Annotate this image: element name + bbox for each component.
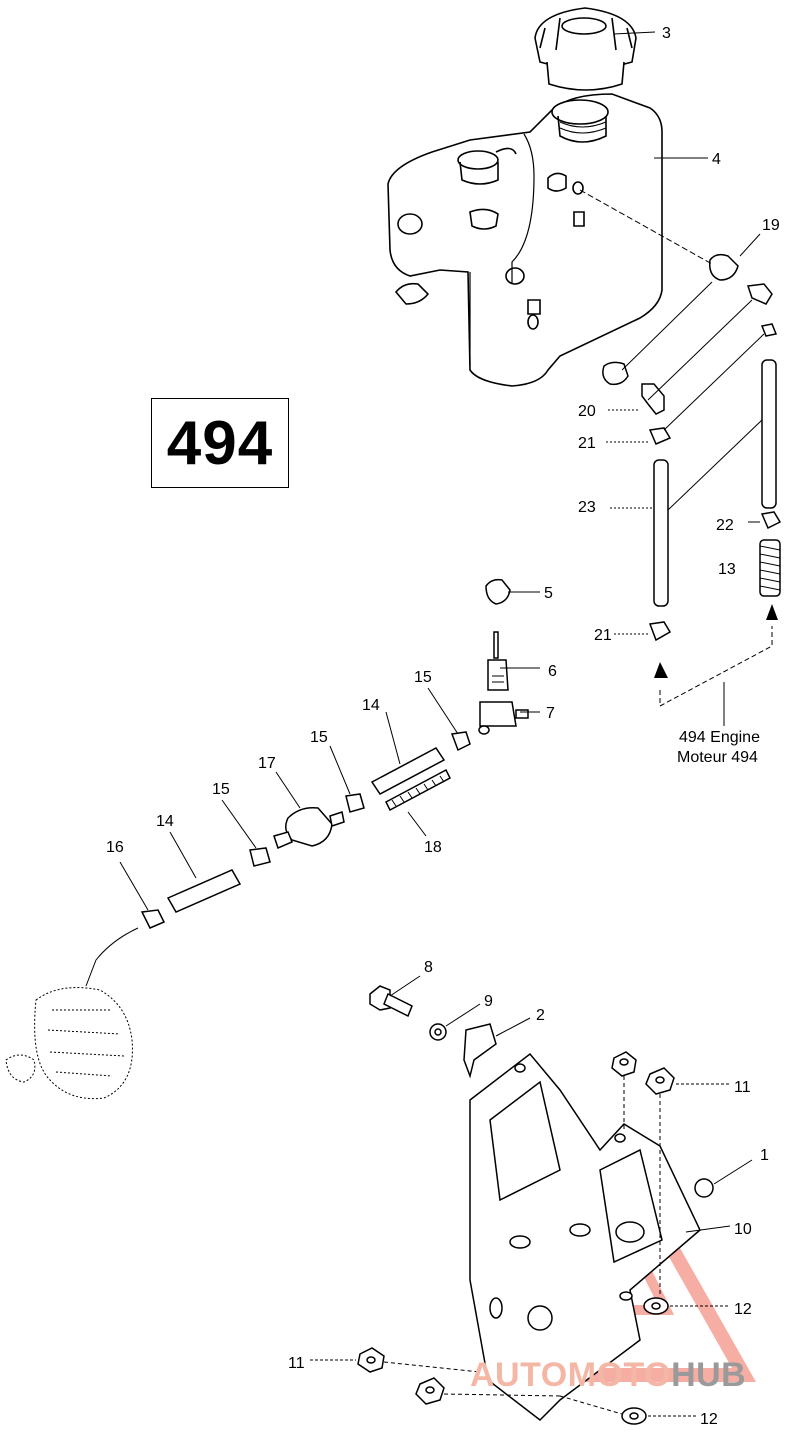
callout-10: 10 xyxy=(734,1221,752,1238)
callout-2: 2 xyxy=(536,1007,545,1024)
spring-13-icon xyxy=(759,539,781,597)
model-number-badge: 494 xyxy=(151,398,289,488)
oil-pump-sketch xyxy=(5,987,133,1100)
engine-note-line1: 494 Engine xyxy=(679,729,760,746)
watermark-text-secondary: HUB xyxy=(671,1356,747,1394)
spring-18-icon xyxy=(385,768,451,812)
callout-labels: 3 4 19 20 21 23 22 13 5 21 6 15 7 14 15 … xyxy=(106,25,780,1428)
callout-14-top: 14 xyxy=(362,697,380,714)
model-number-text: 494 xyxy=(166,408,274,478)
callout-12-lower: 12 xyxy=(700,1411,718,1428)
callout-14-low: 14 xyxy=(156,813,174,830)
callout-20: 20 xyxy=(578,403,596,420)
callout-23: 23 xyxy=(578,499,596,516)
callout-18: 18 xyxy=(424,839,442,856)
callout-19: 19 xyxy=(762,217,780,234)
callout-15-mid: 15 xyxy=(310,729,328,746)
watermark-text-primary: AUTOMOTO xyxy=(470,1356,672,1394)
callout-21-upper: 21 xyxy=(578,435,596,452)
callout-11-upper: 11 xyxy=(734,1079,751,1096)
callout-21-lower: 21 xyxy=(594,627,612,644)
callout-12-upper: 12 xyxy=(734,1301,752,1318)
watermark-logo: AUTOMOTOHUB xyxy=(470,1356,746,1396)
engine-note-line2: Moteur 494 xyxy=(677,749,758,766)
mounting-bracket-assembly xyxy=(310,975,753,1425)
bracket-10-icon xyxy=(469,1052,701,1421)
callout-11-lower: 11 xyxy=(288,1355,305,1372)
callout-3: 3 xyxy=(662,25,671,42)
callout-7: 7 xyxy=(546,705,555,722)
oil-line-assembly xyxy=(5,578,540,1100)
callout-16: 16 xyxy=(106,839,124,856)
callout-4: 4 xyxy=(712,151,721,168)
callout-15-low: 15 xyxy=(212,781,230,798)
fuel-filter-17-icon xyxy=(273,806,345,850)
callout-13: 13 xyxy=(718,561,736,578)
callout-8: 8 xyxy=(424,959,433,976)
callout-15-top: 15 xyxy=(414,669,432,686)
engine-note: 494 Engine Moteur 494 xyxy=(677,729,760,766)
callout-1: 1 xyxy=(760,1147,769,1164)
hose-assembly-right xyxy=(579,189,782,726)
callout-6: 6 xyxy=(548,663,557,680)
callout-5: 5 xyxy=(544,585,553,602)
callout-9: 9 xyxy=(484,993,493,1010)
tank-cap-part xyxy=(534,7,656,91)
oil-tank-part xyxy=(387,93,708,387)
callout-22: 22 xyxy=(716,517,734,534)
callout-17: 17 xyxy=(258,755,276,772)
